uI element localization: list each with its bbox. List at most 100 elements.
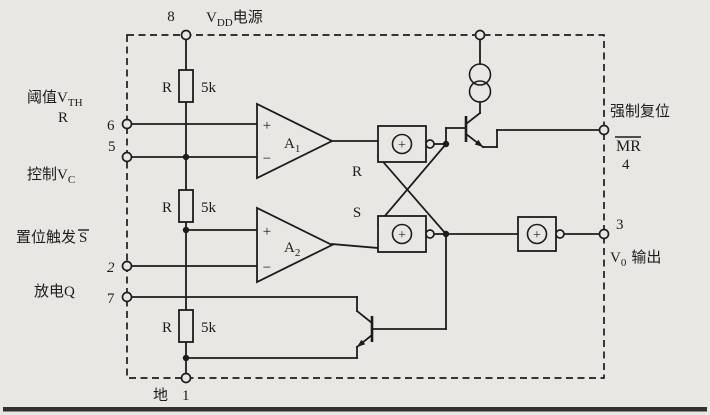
resistor-value: 5k — [201, 200, 217, 216]
gate-symbol: + — [398, 138, 406, 153]
comparator-index: 1 — [295, 143, 301, 155]
output-rest: 输出 — [631, 249, 661, 266]
flipflop-gate-s: + — [377, 215, 435, 253]
output-v: V — [610, 250, 621, 266]
reset-overline-letters: MR — [616, 138, 641, 155]
vdd-label: VDD电源 — [206, 9, 263, 29]
trigger-overline-letter: S — [79, 230, 87, 246]
gate-body — [517, 216, 557, 252]
current-source-circle — [468, 63, 492, 86]
transistor-reset — [464, 116, 483, 147]
threshold-label: 阈值VTH — [27, 89, 83, 109]
gate-body — [377, 215, 427, 253]
vdd-sub: DD — [217, 17, 233, 29]
pin-4-number: 4 — [622, 157, 630, 173]
gate-or-symbol-circle — [391, 223, 413, 245]
resistor-1: R 5k — [162, 69, 217, 103]
pin-4-terminal — [598, 124, 610, 136]
comparator-triangle — [256, 102, 335, 180]
pin-1-number: 1 — [182, 388, 190, 404]
ground-label: 地 — [153, 387, 168, 404]
comparator-a1: + − A1 — [256, 102, 335, 180]
reset-label: 强制复位 — [610, 102, 670, 120]
junction-dot — [182, 354, 190, 362]
output-gate: + — [517, 216, 565, 252]
pin-1-terminal — [180, 372, 192, 384]
wire-cross-1 — [376, 142, 448, 226]
pin-3-number: 3 — [616, 217, 624, 233]
comparator-name: A2 — [284, 240, 300, 259]
emitter-arrow — [357, 339, 366, 347]
emitter-arrow — [474, 139, 483, 147]
wires — [130, 38, 601, 359]
gate-symbol: + — [398, 228, 406, 243]
junction-dots — [182, 140, 450, 362]
comparator-triangle — [256, 206, 335, 284]
trigger-label: 置位触发 — [16, 229, 76, 246]
flipflop-gate-r: + — [377, 125, 435, 163]
gate-or-symbol-circle — [391, 133, 413, 155]
gate-or-symbol-circle — [526, 223, 548, 245]
pin-7-terminal — [121, 291, 133, 303]
resistor-body — [178, 309, 194, 343]
pin-3-terminal — [598, 228, 610, 240]
comparator-letter: A — [284, 240, 295, 256]
pin-6-terminal — [121, 118, 133, 130]
gate-symbol: + — [533, 228, 541, 243]
current-source-circle — [468, 80, 492, 103]
pin-6-number: 6 — [107, 118, 115, 134]
comparator-name: A1 — [284, 136, 300, 155]
vdd-rest: 电源 — [233, 9, 263, 26]
threshold-sub: TH — [68, 97, 83, 109]
minus-input-label: − — [263, 260, 271, 276]
control-main: 控制V — [27, 166, 68, 183]
junction-dot — [442, 230, 450, 238]
pin-terminals — [121, 29, 610, 384]
inversion-bubble — [555, 229, 565, 239]
comparator-index: 2 — [295, 247, 301, 259]
threshold-main: 阈值V — [27, 89, 68, 106]
resistor-value: 5k — [201, 320, 217, 336]
inversion-bubble — [425, 229, 435, 239]
scan-shadow — [3, 407, 707, 412]
resistor-3: R 5k — [162, 309, 217, 343]
plus-input-label: + — [263, 118, 271, 134]
flipflop-r-label: R — [352, 164, 362, 180]
resistor-2: R 5k — [162, 189, 217, 223]
flipflop-s-label: S — [353, 205, 361, 221]
pin-8-terminal — [180, 29, 192, 41]
resistor-value: 5k — [201, 80, 217, 96]
wire-t1-collector — [464, 111, 482, 126]
resistor-body — [178, 69, 194, 103]
comparator-a2: + − A2 — [256, 206, 335, 284]
wire-t2-collector — [355, 309, 374, 325]
comparator-letter: A — [284, 136, 295, 152]
pin-5-number: 5 — [108, 139, 116, 155]
wire-cross-2 — [376, 154, 448, 236]
ic-boundary — [126, 34, 605, 379]
wire-a2-out — [331, 243, 379, 249]
inversion-bubble — [425, 139, 435, 149]
current-source — [468, 63, 492, 103]
transistor-discharge — [357, 316, 374, 347]
resistor-name: R — [162, 200, 172, 216]
minus-input-label: − — [263, 151, 271, 167]
junction-dot — [182, 153, 190, 161]
pin-5-terminal — [121, 151, 133, 163]
discharge-label: 放电Q — [34, 283, 75, 300]
pin-2-number: 2 — [107, 260, 115, 276]
pin-8-number: 8 — [167, 9, 175, 25]
vdd-rail-terminal — [474, 29, 486, 41]
pin-2-terminal — [121, 260, 133, 272]
control-sub: C — [68, 174, 75, 186]
junction-dot — [182, 226, 190, 234]
pin-7-number: 7 — [107, 291, 115, 307]
threshold-label-line2: R — [58, 110, 68, 126]
junction-dot — [442, 140, 450, 148]
plus-input-label: + — [263, 224, 271, 240]
resistor-name: R — [162, 320, 172, 336]
control-label: 控制VC — [27, 166, 75, 186]
